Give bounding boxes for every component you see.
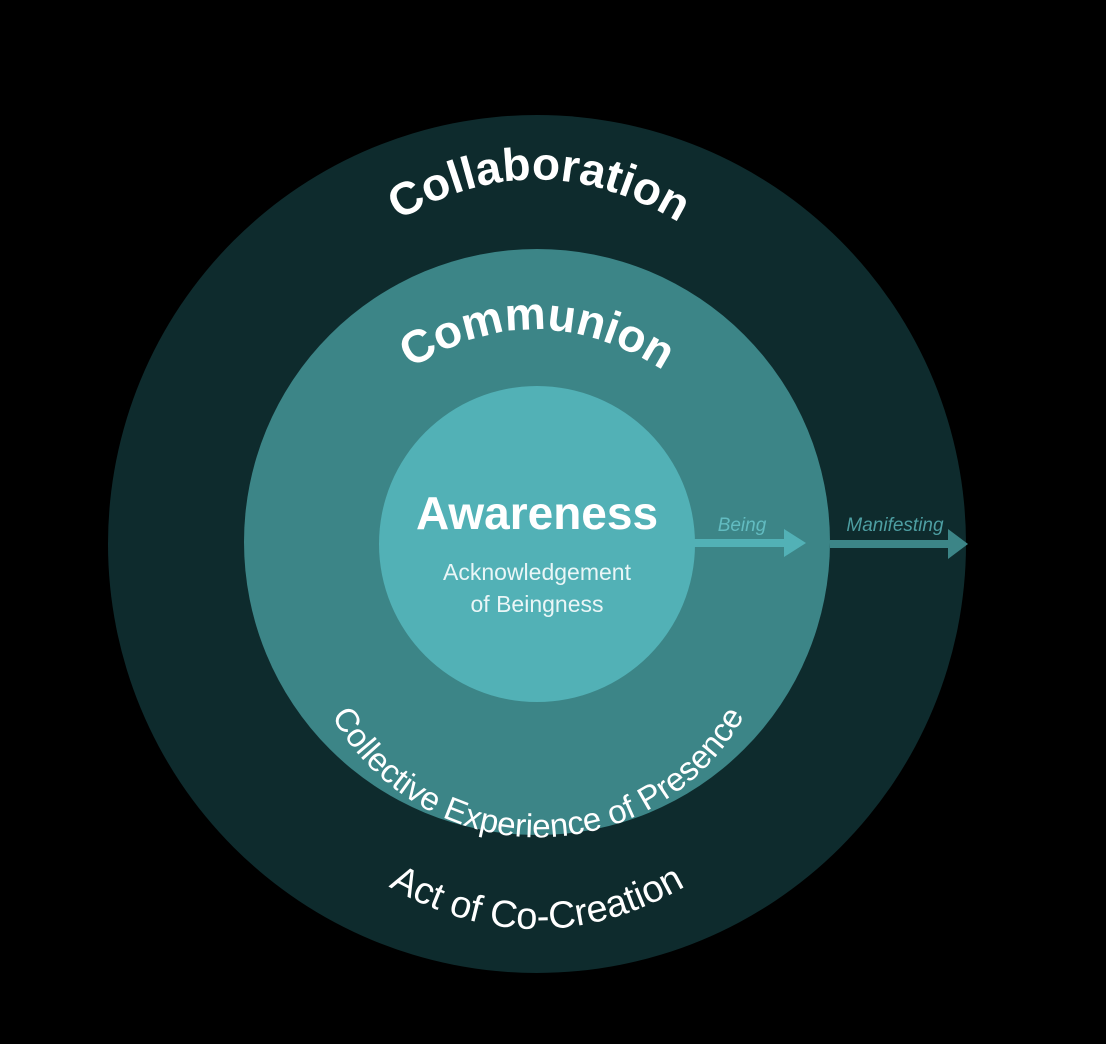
inner-circle [379,386,695,702]
manifesting-arrow-shaft [830,540,950,548]
manifesting-arrow [830,529,968,559]
inner-circle-subtitle-line1: Acknowledgement [443,559,632,585]
inner-circle-title: Awareness [416,487,658,539]
manifesting-arrow-label: Manifesting [846,515,944,536]
being-arrow-label: Being [718,515,767,536]
inner-circle-subtitle-line2: of Beingness [471,591,604,617]
being-arrow-head [784,529,806,557]
manifesting-arrow-head [948,529,968,559]
being-arrow-shaft [694,539,786,547]
being-arrow [694,529,806,557]
